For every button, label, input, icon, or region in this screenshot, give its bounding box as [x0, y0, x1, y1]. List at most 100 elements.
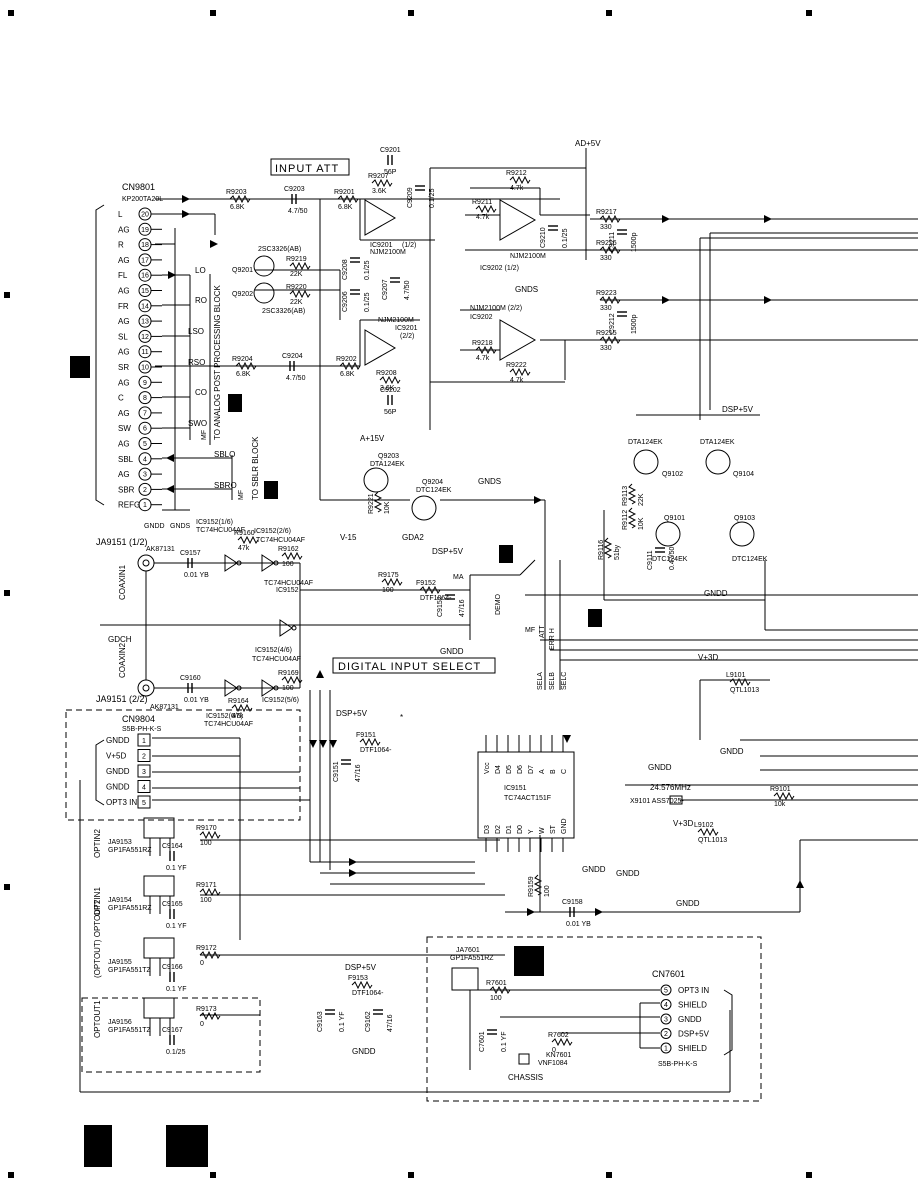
svg-text:CN7601: CN7601	[652, 969, 685, 979]
r9219-ref: R9219	[286, 256, 307, 263]
cn9801-pin-num: 2	[143, 487, 147, 494]
svg-text:IC9152: IC9152	[276, 587, 299, 594]
mf-label-1: MF	[201, 430, 208, 440]
r9116-resistor	[603, 537, 613, 559]
cn9804-pin-num: 4	[142, 785, 146, 792]
ic9151-pin-top: D5	[506, 765, 513, 774]
optical-port-label: OPTIN1	[93, 887, 102, 916]
digital-input-select-label: DIGITAL INPUT SELECT	[338, 661, 481, 673]
c9203-value: 4.7/50	[288, 208, 308, 215]
r9203-resistor	[229, 194, 251, 204]
dsp-control-lines	[440, 232, 918, 690]
crystal-x9101: 24.576MHz X9101 ASS7025-	[630, 783, 691, 805]
ic9151-pin-top: C	[561, 769, 568, 774]
svg-text:TC74HCU04AF: TC74HCU04AF	[196, 527, 245, 534]
r9218-value: 4.7k	[476, 355, 490, 362]
c9160-value: 0.01 YB	[184, 697, 209, 704]
r9217-resistor	[599, 214, 621, 224]
r9215-ref: R9215	[596, 330, 617, 337]
cn9804-pin-num: 3	[142, 769, 146, 776]
cn9801-pin-num: 20	[141, 212, 149, 219]
signal-swo: SWO	[188, 419, 207, 428]
transistors: Q9201 2SC3326(AB) 2SC3326(AB) Q9202 Q920…	[232, 246, 768, 563]
c9167-ref: C9167	[162, 1027, 183, 1034]
svg-text:A+15V: A+15V	[360, 434, 385, 443]
r9219-value: 22K	[290, 271, 303, 278]
signal-sbro: SBRO	[214, 481, 237, 490]
r9220-resistor	[289, 289, 311, 299]
svg-text:DTC124EK: DTC124EK	[732, 556, 768, 563]
svg-text:TC74HCU04AF: TC74HCU04AF	[204, 721, 253, 728]
r9101-resistor	[773, 791, 795, 801]
svg-text:GNDD: GNDD	[720, 747, 744, 756]
mf-label-2: MF	[238, 490, 245, 500]
ic9151-pin-bot: ST	[550, 824, 557, 834]
r9160-value: 47k	[238, 545, 250, 552]
svg-text:NJM2100M: NJM2100M	[378, 317, 414, 324]
svg-text:Q9204: Q9204	[422, 479, 443, 486]
signal-lso: LSO	[188, 327, 204, 336]
svg-text:IC9152(4/6): IC9152(4/6)	[255, 647, 292, 654]
select-labels: MF ATT ERR H SELA SELB SELC	[525, 625, 568, 690]
r9208-resistor	[379, 375, 401, 385]
cn9801-pin-label: AG	[118, 317, 130, 326]
r9212-resistor	[509, 175, 531, 185]
svg-text:IC9202: IC9202	[470, 314, 493, 321]
c9162-ref: C9162	[365, 1011, 372, 1032]
cn9804-pin-num: 1	[142, 738, 146, 745]
optical-module	[143, 817, 175, 839]
svg-text:CN9804: CN9804	[122, 714, 155, 724]
cn9801-pin-label: L	[118, 210, 123, 219]
flow-arrows	[309, 215, 804, 916]
input-att-box: INPUT ATT	[270, 158, 350, 176]
svg-text:DTA124EK: DTA124EK	[700, 439, 735, 446]
r9112-value: 10K	[638, 517, 645, 530]
svg-text:V+3D: V+3D	[698, 653, 718, 662]
cn9804-pin-label: OPT3 IN	[106, 798, 137, 807]
svg-text:Q9202: Q9202	[232, 291, 253, 298]
r9101-ref: R9101	[770, 786, 791, 793]
parts: R92036.8KC92034.7/50R92016.8KC920156PR92…	[162, 147, 795, 1056]
optical-modules: JA9153GP1FA551RZOPTIN2JA9154GP1FA551RZOP…	[93, 817, 175, 1038]
r9162-value: 100	[282, 561, 294, 568]
r9211-resistor	[475, 204, 497, 214]
svg-text:DSP+5V: DSP+5V	[722, 405, 754, 414]
svg-text:2SC3326(AB): 2SC3326(AB)	[258, 246, 301, 253]
cn9804-pin-label: GNDD	[106, 783, 130, 792]
cn9804-pin	[137, 749, 151, 762]
r9215-resistor	[599, 335, 621, 345]
svg-text:KN7601: KN7601	[546, 1052, 571, 1059]
svg-text:DTC124EK: DTC124EK	[652, 556, 688, 563]
svg-text:IC9151: IC9151	[504, 785, 527, 792]
svg-text:GDA2: GDA2	[402, 533, 424, 542]
cn9801-pin-label: SW	[118, 424, 131, 433]
r9116-ref: R9116	[598, 540, 605, 560]
r9217-value: 330	[600, 224, 612, 231]
r9222-ref: R9222	[506, 362, 527, 369]
cn9801-pin-label: SBL	[118, 455, 134, 464]
cn9801-pin-num: 13	[141, 319, 149, 326]
r9169-resistor	[281, 675, 303, 685]
r9212-value: 4.7k	[510, 185, 524, 192]
c9212-ref: C9212	[609, 313, 616, 334]
cn9801-pin-num: 12	[141, 334, 149, 341]
cn7601-pin	[660, 1013, 672, 1025]
r9171-ref: R9171	[196, 882, 217, 889]
cn9804-pin	[137, 733, 151, 747]
analog-wiring	[155, 155, 918, 501]
ic9151-pin-top: B	[550, 769, 557, 774]
ic9151-pin-top: D7	[528, 765, 535, 774]
cn9801-pin-label: FR	[118, 302, 129, 311]
digital-input-select-box: DIGITAL INPUT SELECT	[332, 657, 496, 674]
registration-marks	[4, 10, 812, 1178]
svg-text:GDCH: GDCH	[108, 635, 132, 644]
f9151-value: DTF1064-	[360, 747, 392, 754]
svg-text:2SC3326(AB): 2SC3326(AB)	[262, 308, 305, 315]
svg-text:MF: MF	[525, 627, 535, 634]
r9113-ref: R9113	[622, 486, 629, 506]
r9175-ref: R9175	[378, 572, 399, 579]
svg-text:TC74ACT151F: TC74ACT151F	[504, 795, 551, 802]
ic9151-pin-bot: W	[539, 827, 546, 834]
svg-text:JA7601: JA7601	[456, 947, 480, 954]
cn9801-part: KP200TA20L	[122, 196, 163, 203]
